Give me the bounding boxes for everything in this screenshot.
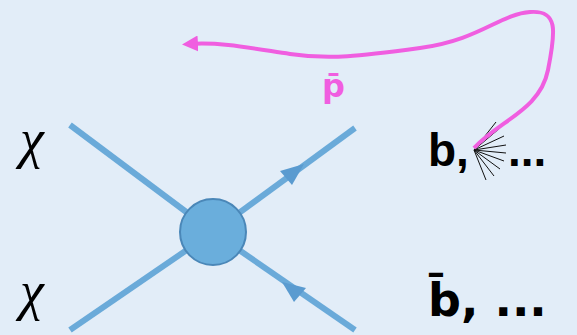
antiproton-path — [190, 12, 553, 148]
jet-symbol — [474, 122, 506, 180]
fermion-arrow — [280, 164, 304, 185]
product-label: b̄, ... — [428, 274, 547, 327]
fermion-arrow — [282, 282, 306, 302]
particle-symbol: χ — [20, 260, 44, 322]
product-label: ... — [508, 124, 546, 177]
particle-symbol: χ — [20, 108, 44, 170]
antiproton-label: p̄ — [322, 68, 345, 105]
product-label: b, — [428, 124, 469, 177]
interaction-vertex — [180, 199, 246, 265]
particle-lines — [70, 125, 355, 330]
